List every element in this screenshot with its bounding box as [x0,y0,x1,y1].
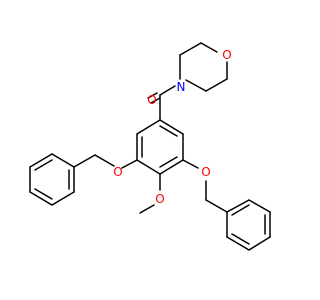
bond-ring-c6-c1 [136,119,161,135]
atom-labels: O N O O O O [113,48,231,206]
bond-ring-c3-c4 [159,159,184,175]
ether-oxygen-left-label: O [113,165,122,179]
bond-ch2-phenyl-right [205,199,228,213]
bond-morph-c2-o [200,42,218,53]
bond-rph-4 [248,236,271,251]
bond-morph-c4-n [185,79,207,92]
carbonyl-oxygen-label: O [147,93,156,107]
bond-rph-inner-3 [231,233,250,245]
bond-morph-c1-c2 [179,42,202,56]
bond-lph-inner-2 [34,188,53,200]
bond-ring-inner-1 [159,125,178,137]
bond-lph-3 [29,191,53,206]
bond-rph-2 [248,199,271,213]
bond-rph-inner-1 [231,204,250,216]
bond-ring-c1-c2 [159,119,184,135]
morpholine-nitrogen-label: N [177,80,186,94]
bond-carbonyl-n [159,85,176,96]
bond-morph-c3-c4 [205,78,228,92]
bond-rph-1 [226,199,250,213]
bond-lph-5 [29,153,53,168]
bond-carbonyl-double-a [147,92,158,99]
morpholine-oxygen-label: O [222,48,231,62]
methoxy-oxygen-label: O [155,192,164,206]
ether-oxygen-right-label: O [201,165,210,179]
bond-ring-o-right [182,159,199,169]
bond-ring-c4-c5 [136,159,161,175]
bond-o-left-ch2 [94,154,115,167]
bond-carbonyl-double-b [150,97,161,104]
bond-ring-inner-2 [159,156,178,168]
bond-lph-2 [51,191,75,206]
bond-o-methyl [139,204,155,214]
bond-ring-o-left [121,159,138,169]
bonds [29,42,271,251]
structure-diagram: O N O O O O [29,42,271,251]
bond-lph-inner-3 [34,159,53,171]
molecule-drawing: O N O O O O [29,42,271,251]
bond-lph-6 [51,153,75,168]
bond-rph-5 [226,236,250,251]
bond-ch2-phenyl-left [73,154,96,168]
